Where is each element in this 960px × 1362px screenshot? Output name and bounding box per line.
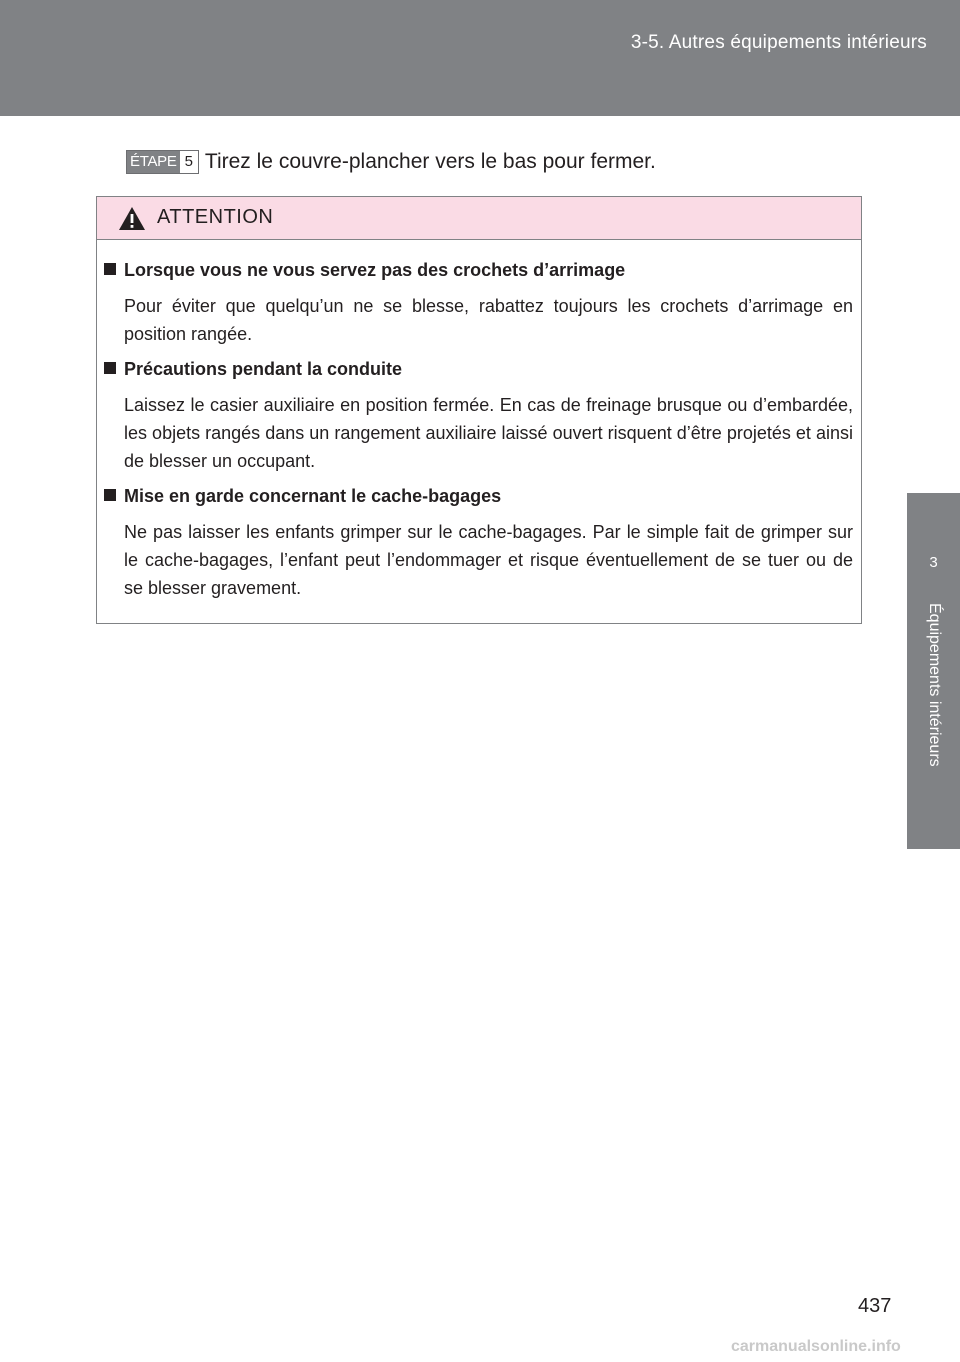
warning-item-heading-text: Mise en garde concernant le cache-bagage… [124, 486, 502, 506]
square-bullet-icon [104, 362, 116, 374]
step-text: Tirez le couvre-plancher vers le bas pou… [204, 150, 656, 173]
step-badge-label: ÉTAPE [127, 151, 180, 173]
square-bullet-icon [104, 263, 116, 275]
page-number: 437 [858, 1295, 892, 1317]
step-badge: ÉTAPE 5 [126, 150, 199, 174]
warning-triangle-icon [119, 207, 145, 230]
chapter-label: Équipements intérieurs [926, 603, 943, 767]
watermark: carmanualsonline.info [731, 1338, 901, 1355]
chapter-side-tab: 3 Équipements intérieurs [907, 493, 960, 849]
step-instruction: ÉTAPE 5 Tirez le couvre-plancher vers le… [126, 146, 656, 178]
warning-item-heading-text: Lorsque vous ne vous servez pas des croc… [124, 260, 626, 280]
warning-item-heading-text: Précautions pendant la conduite [124, 359, 403, 379]
warning-item-text: Laissez le casier auxiliaire en position… [124, 395, 853, 471]
warning-box: ATTENTION Lorsque vous ne vous servez pa… [96, 196, 862, 624]
warning-item-text: Ne pas laisser les enfants grimper sur l… [124, 522, 853, 598]
warning-item-text: Pour éviter que quelqu’un ne se blesse, … [124, 296, 853, 344]
header-bar: 3-5. Autres équipements intérieurs [0, 0, 960, 116]
warning-title: ATTENTION [157, 206, 274, 228]
step-badge-number: 5 [179, 151, 198, 173]
section-title: 3-5. Autres équipements intérieurs [630, 32, 927, 53]
warning-header: ATTENTION [97, 197, 861, 240]
warning-item-heading: Précautions pendant la conduite [104, 359, 402, 380]
warning-item-heading: Lorsque vous ne vous servez pas des croc… [104, 260, 625, 281]
warning-item-heading: Mise en garde concernant le cache-bagage… [104, 486, 501, 507]
square-bullet-icon [104, 489, 116, 501]
chapter-number: 3 [929, 554, 938, 571]
